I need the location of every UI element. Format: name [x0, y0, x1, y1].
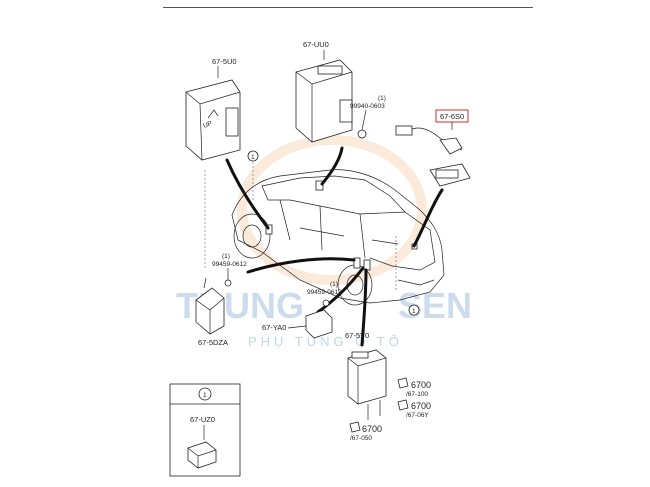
label-67-6s0: 67-6S0	[440, 112, 464, 121]
label-6700-c: 6700	[362, 424, 382, 434]
inset-ref-circle	[198, 387, 212, 401]
part-67-5y0[interactable]: 67-5Y0 6700 /67-100 6700 /67-06Y 6700 /6…	[345, 331, 431, 442]
svg-text:1: 1	[412, 308, 416, 315]
rear-module-marker-a	[353, 257, 361, 269]
ref-circle-1-a	[247, 150, 259, 162]
label-99459-b: 99459-0612	[307, 289, 342, 296]
top-border-line	[163, 7, 533, 8]
label-67-5y0: 67-5Y0	[345, 331, 369, 340]
label-67-ya0: 67-YA0	[262, 323, 286, 332]
connector-icon-c	[349, 421, 361, 433]
bolt-icon-left	[224, 279, 232, 287]
label-99940: 99940-0603	[350, 103, 385, 110]
inset-box-1[interactable]: 1 67-UZ0	[169, 383, 241, 477]
rear-module-marker-b	[363, 259, 371, 271]
label-67-5u0: 67-5U0	[212, 57, 237, 66]
label-6700-b: 6700	[411, 401, 431, 411]
watermark-logo-ring	[237, 135, 427, 285]
watermark-right: SEN	[398, 285, 472, 326]
ref-circle-1-b	[408, 304, 420, 316]
connector-icon-a	[397, 377, 409, 389]
label-qty-1-b: (1)	[222, 253, 230, 260]
leader-lines	[225, 146, 444, 347]
part-67-6s0[interactable]: 67-6S0	[395, 109, 471, 187]
diagram-canvas: TRUNG SEN PHỤ TÙNG Ô TÔ 67-5U0	[169, 40, 472, 477]
ref-callouts: 1 1	[247, 150, 420, 316]
part-67-5dza[interactable]: (1) 99459-0612 67-5DZA	[195, 253, 247, 347]
watermark-sub: PHỤ TÙNG Ô TÔ	[248, 334, 403, 349]
label-99459-a: 99459-0612	[212, 261, 247, 268]
connector-icon-b	[397, 399, 409, 411]
label-67-100: /67-100	[406, 391, 428, 398]
parts-diagram: TRUNG SEN PHỤ TÙNG Ô TÔ 67-5U0	[163, 0, 650, 487]
label-67-06y: /67-06Y	[406, 412, 429, 419]
label-67-uu0: 67-UU0	[303, 40, 329, 49]
up-arrow-label: UP	[202, 120, 213, 130]
part-67-ya0[interactable]: (1) 99459-0612 67-YA0	[262, 281, 342, 339]
label-67-050: /67-050	[350, 435, 372, 442]
roof-module-marker	[315, 180, 324, 191]
bolt-icon-center	[322, 299, 330, 307]
label-qty-1-c: (1)	[330, 281, 338, 288]
label-67-uz0: 67-UZ0	[190, 415, 215, 424]
label-67-5dza: 67-5DZA	[198, 338, 228, 347]
bolt-icon	[357, 129, 367, 139]
svg-text:1: 1	[203, 392, 207, 399]
watermark-left: TRUNG	[176, 285, 304, 326]
part-67-uu0[interactable]: 67-UU0 99940-0603 (1)	[295, 40, 386, 143]
label-6700-a: 6700	[411, 380, 431, 390]
part-67-5u0[interactable]: 67-5U0 UP	[185, 57, 241, 161]
pillar-module-marker	[265, 224, 273, 235]
label-qty-1-a: (1)	[378, 95, 386, 102]
svg-text:1: 1	[251, 154, 255, 161]
